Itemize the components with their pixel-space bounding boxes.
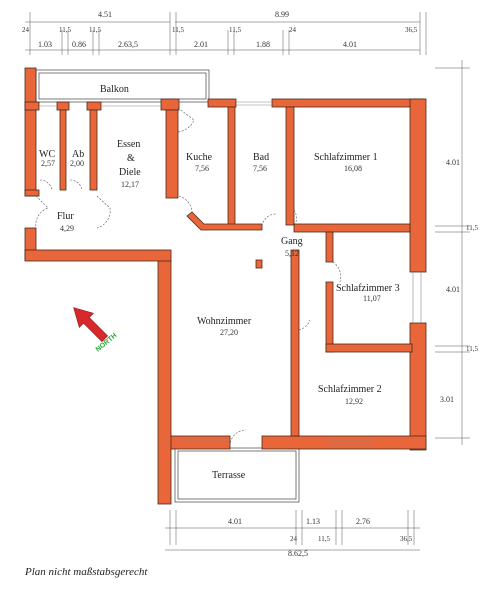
room-area-essen: 12,17 xyxy=(121,180,139,189)
dim-small: 11,5 xyxy=(172,26,184,34)
dim-top-total-right: 8.99 xyxy=(275,10,289,19)
north-arrow-icon xyxy=(73,307,108,342)
dim-segment: 4.01 xyxy=(343,40,357,49)
room-area-schlafzimmer-1: 16,08 xyxy=(344,164,362,173)
room-area-schlafzimmer-2: 12,92 xyxy=(345,397,363,406)
dim-right: 4.01 xyxy=(446,158,460,167)
room-area-ab: 2,00 xyxy=(70,159,84,168)
room-name-bad: Bad xyxy=(253,152,269,163)
room-name-wohnzimmer: Wohnzimmer xyxy=(197,316,252,327)
scale-note: Plan nicht maßstabsgerecht xyxy=(25,566,148,578)
room-area-schlafzimmer-3: 11,07 xyxy=(363,294,381,303)
room-name-diele: Diele xyxy=(119,167,141,178)
dim-segment: 2.63,5 xyxy=(118,40,138,49)
bottom-dimensions: 4.01 1.13 2.76 24 11,5 36,5 8.62,5 xyxy=(165,510,420,558)
room-name-essen: Essen xyxy=(117,139,140,150)
room-name-terrasse: Terrasse xyxy=(212,470,246,481)
room-name-schlafzimmer-3: Schlafzimmer 3 xyxy=(336,283,400,294)
dim-right: 4.01 xyxy=(446,285,460,294)
north-arrow xyxy=(73,307,108,342)
room-area-flur: 4,29 xyxy=(60,224,74,233)
dim-small: 24 xyxy=(289,26,297,34)
room-area-wohnzimmer: 27,20 xyxy=(220,328,238,337)
dim-right: 3.01 xyxy=(440,395,454,404)
dim-segment: 1.03 xyxy=(38,40,52,49)
room-area-bad: 7,56 xyxy=(253,164,267,173)
dim-bottom-total: 8.62,5 xyxy=(288,549,308,558)
right-dimensions: 4.01 4.01 3.01 11,5 11,5 xyxy=(435,60,478,445)
dim-right-small: 11,5 xyxy=(466,345,478,353)
dim-small: 24 xyxy=(22,26,30,34)
room-name-ab: Ab xyxy=(72,149,84,160)
top-dimensions: 4.51 8.99 24 11,5 11,5 11,5 11,5 24 36,5… xyxy=(22,10,427,55)
dim-small: 36,5 xyxy=(405,26,418,34)
dim-right-small: 11,5 xyxy=(466,224,478,232)
dim-segment: 0.86 xyxy=(72,40,86,49)
room-name-kuche: Kuche xyxy=(186,152,213,163)
room-name-schlafzimmer-2: Schlafzimmer 2 xyxy=(318,384,382,395)
dim-top-total-left: 4.51 xyxy=(98,10,112,19)
dim-bottom-small: 36,5 xyxy=(400,535,413,543)
dim-small: 11,5 xyxy=(59,26,71,34)
room-area-gang: 5,12 xyxy=(285,249,299,258)
room-name-flur: Flur xyxy=(57,211,74,222)
walls xyxy=(24,67,427,505)
doors xyxy=(35,107,342,447)
dim-small: 11,5 xyxy=(229,26,241,34)
dim-segment: 2.01 xyxy=(194,40,208,49)
dim-small: 11,5 xyxy=(89,26,101,34)
dim-bottom: 2.76 xyxy=(356,517,370,526)
room-area-kuche: 7,56 xyxy=(195,164,209,173)
room-labels: Balkon WC 2,57 Ab 2,00 Essen & Diele 12,… xyxy=(39,84,400,481)
dim-bottom-small: 24 xyxy=(290,535,298,543)
room-name-wc: WC xyxy=(39,149,55,160)
room-name-schlafzimmer-1: Schlafzimmer 1 xyxy=(314,152,378,163)
room-name-gang: Gang xyxy=(281,236,303,247)
windows xyxy=(39,101,422,446)
dim-bottom: 4.01 xyxy=(228,517,242,526)
room-name-balkon: Balkon xyxy=(100,84,129,95)
room-area-wc: 2,57 xyxy=(41,159,55,168)
dim-bottom-small: 11,5 xyxy=(318,535,330,543)
dim-segment: 1.88 xyxy=(256,40,270,49)
dim-bottom: 1.13 xyxy=(306,517,320,526)
terrace-outline xyxy=(174,447,300,503)
room-name-essen-amp: & xyxy=(127,153,135,164)
